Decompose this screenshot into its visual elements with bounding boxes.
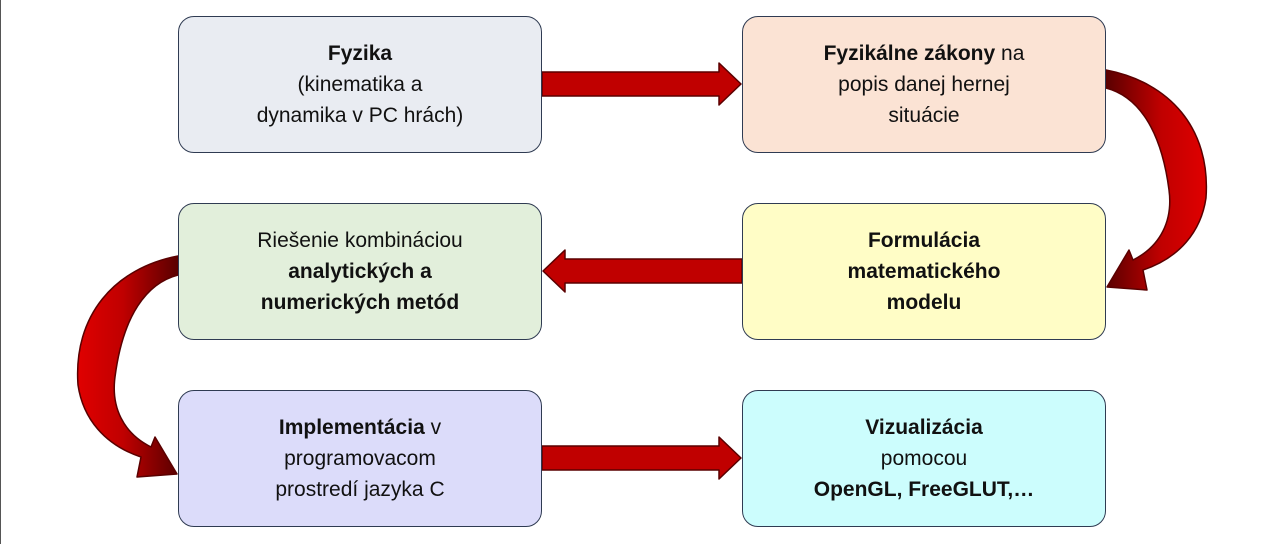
impl-line3: prostredí jazyka C — [275, 478, 445, 501]
box-fyzika: Fyzika (kinematika a dynamika v PC hrách… — [178, 16, 542, 153]
fyzika-line2: (kinematika a — [297, 73, 423, 96]
riesenie-line2: analytických a — [288, 260, 432, 283]
curved-arrow-riesenie-to-impl — [76, 255, 179, 478]
riesenie-line1: Riešenie kombináciou — [257, 229, 463, 252]
impl-title: Implementácia — [278, 416, 425, 439]
viz-line2: pomocou — [880, 447, 968, 470]
zakony-line2: popis danej hernej — [838, 73, 1010, 96]
zakony-title-suffix: na — [995, 42, 1025, 65]
curved-arrow-zakony-to-formulacia — [1105, 69, 1208, 291]
viz-line3: OpenGL, FreeGLUT,… — [813, 478, 1035, 501]
viz-line1: Vizualizácia — [865, 416, 983, 439]
box-implementacia: Implementácia v programovacom prostredí … — [178, 390, 542, 527]
formulacia-line3: modelu — [886, 291, 962, 314]
impl-title-suffix: v — [424, 416, 442, 439]
impl-line2: programovacom — [284, 447, 436, 470]
zakony-title: Fyzikálne zákony — [823, 42, 996, 65]
arrow-impl-to-viz — [541, 436, 742, 480]
formulacia-line2: matematického — [847, 260, 1001, 283]
fyzika-title: Fyzika — [327, 42, 393, 65]
arrow-fyzika-to-zakony — [541, 62, 742, 106]
box-riesenie: Riešenie kombináciou analytických a nume… — [178, 203, 542, 340]
zakony-line1: Fyzikálne zákony na — [824, 38, 1025, 69]
arrow-formulacia-to-riesenie — [542, 249, 743, 293]
box-formulacia: Formulácia matematického modelu — [742, 203, 1106, 340]
formulacia-line1: Formulácia — [867, 229, 981, 252]
fyzika-line3: dynamika v PC hrách) — [256, 104, 464, 127]
box-vizualizacia: Vizualizácia pomocou OpenGL, FreeGLUT,… — [742, 390, 1106, 527]
riesenie-line3: numerických metód — [260, 291, 460, 314]
impl-line1: Implementácia v — [275, 412, 444, 443]
box-fyzikalne-zakony: Fyzikálne zákony na popis danej hernej s… — [742, 16, 1106, 153]
zakony-line3: situácie — [888, 104, 960, 127]
